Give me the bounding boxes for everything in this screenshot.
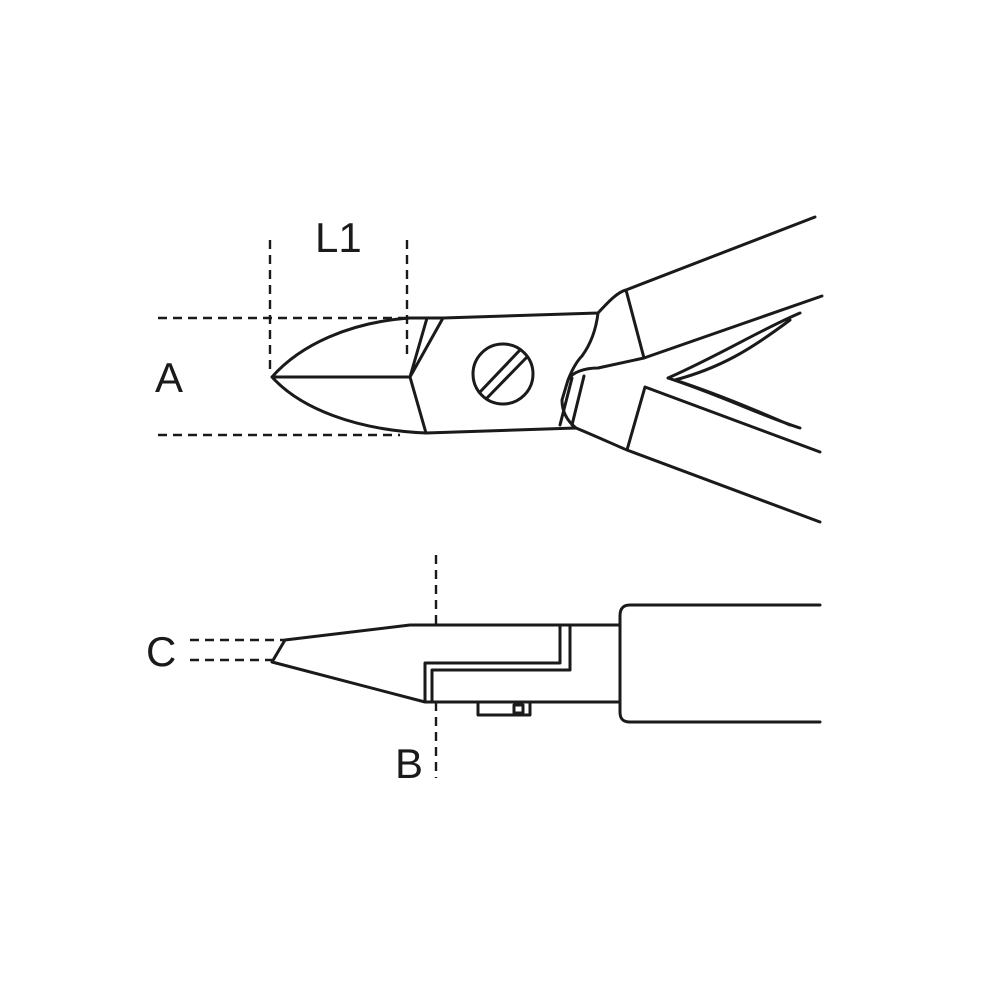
label-b: B <box>395 740 423 787</box>
side-body <box>270 623 622 704</box>
pliers-side-view <box>270 603 822 724</box>
label-l1: L1 <box>315 214 362 261</box>
dimension-a <box>158 316 412 437</box>
pliers-top-view <box>270 215 824 524</box>
lower-handle <box>574 385 822 524</box>
return-spring <box>666 311 802 430</box>
upper-handle <box>596 215 824 360</box>
side-handle <box>618 603 822 724</box>
cutting-jaws <box>270 316 445 435</box>
dimension-l1 <box>268 240 409 372</box>
dimension-c <box>190 638 285 662</box>
pivot-screw-icon <box>471 342 535 406</box>
label-c: C <box>146 628 176 675</box>
side-screw-nub <box>476 700 532 717</box>
jaw-stub-upper <box>558 374 586 427</box>
label-a: A <box>155 354 183 401</box>
joint-body <box>424 311 646 435</box>
